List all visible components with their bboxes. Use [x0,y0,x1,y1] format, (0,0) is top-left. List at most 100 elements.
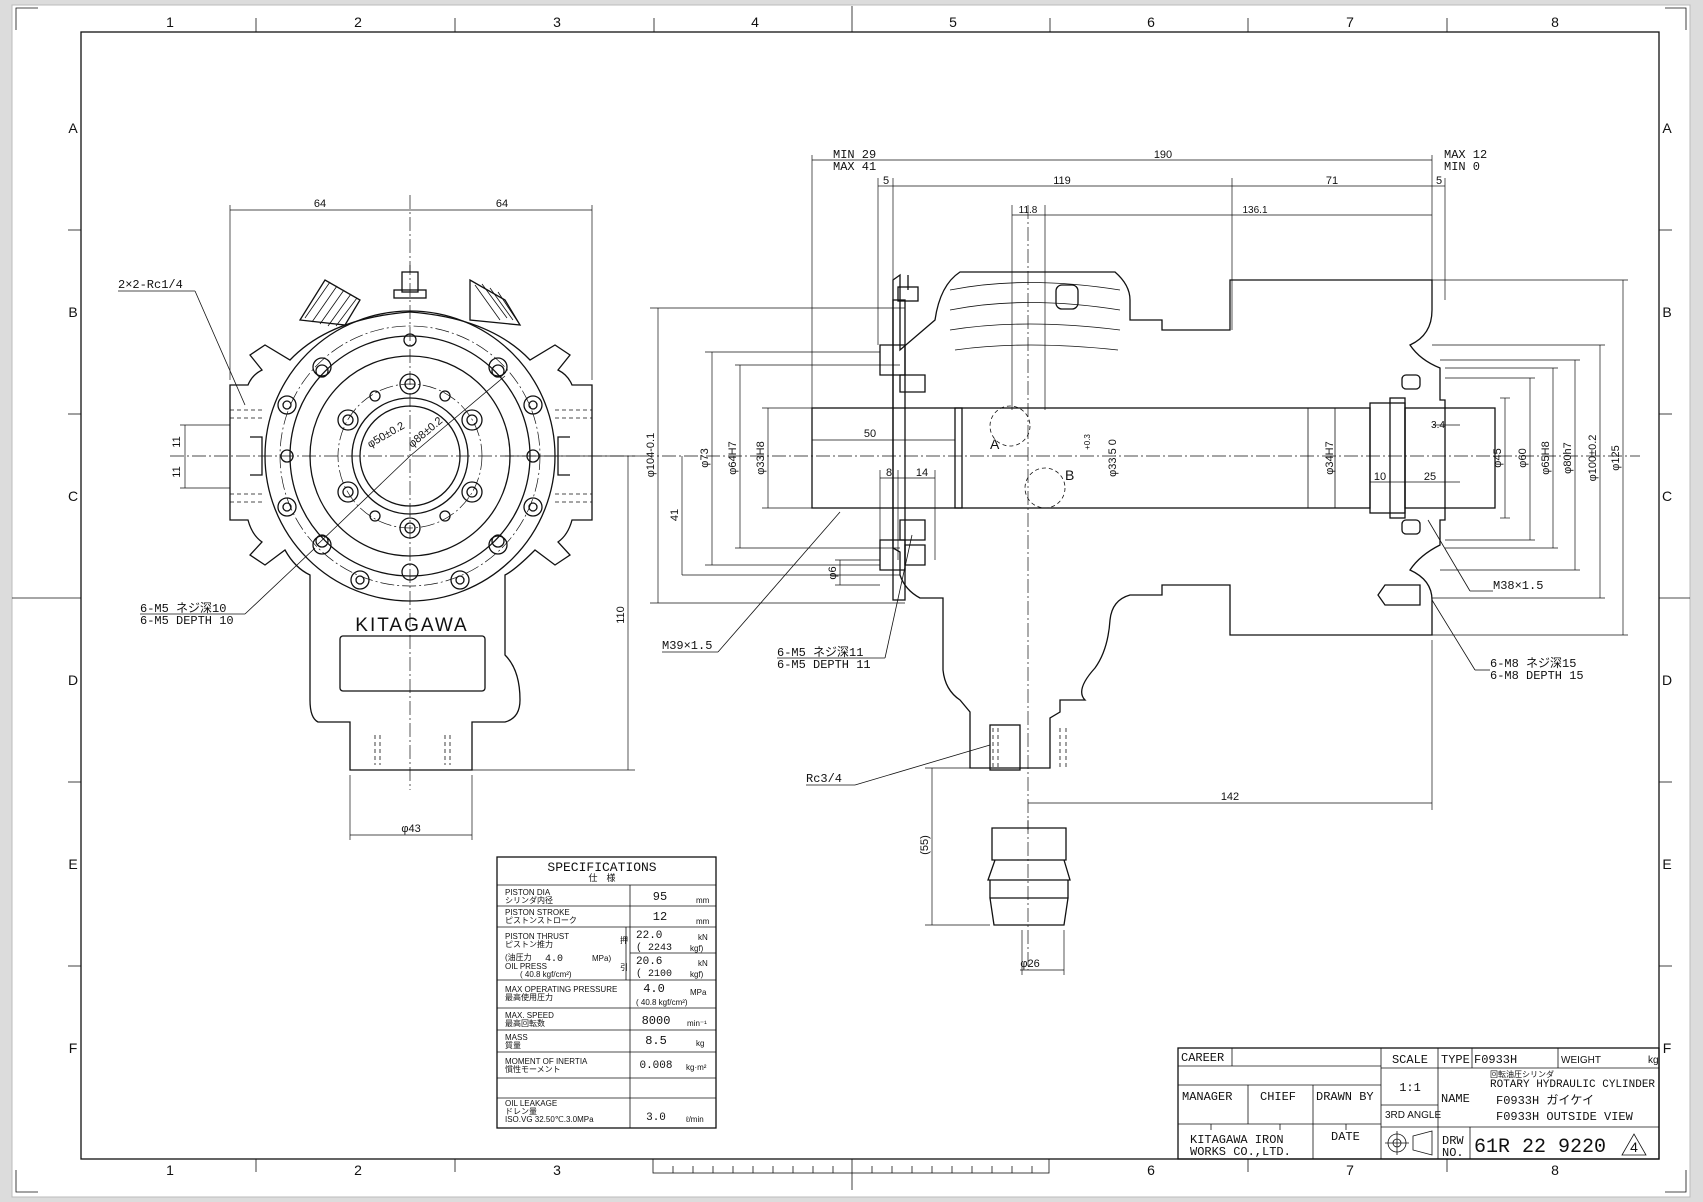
spec-row-1-unit: mm [696,917,710,926]
spec-row-4-value: 8.5 [645,1034,667,1048]
dim-25: 25 [1424,471,1436,483]
zone-col-4: 4 [751,14,759,30]
dim-dia-100: φ100±0.2 [1587,435,1599,482]
tb-revision: 4 [1630,1139,1638,1155]
dim-dia-33h8: φ33H8 [755,441,767,474]
tb-name-3: F0933H OUTSIDE VIEW [1496,1110,1634,1124]
dim-190: 190 [1154,149,1172,161]
dim-119: 119 [1053,175,1071,187]
thrust-pull-kgf: ( 2100 [636,968,672,980]
dim-dia-80h7: φ80h7 [1562,442,1574,474]
zone-bottom-1: 1 [166,1162,174,1178]
tb-name-en: ROTARY HYDRAULIC CYLINDER [1490,1079,1655,1091]
tap-11-en: 6-M5 DEPTH 11 [777,658,871,672]
zone-ticks [12,6,1690,1190]
dim-11: 11 11 [171,424,230,489]
thrust-press-val: 4.0 [545,954,563,965]
tap-note-jp: 6-M5 ネジ深10 [140,601,226,616]
spec-row-5-jp: 慣性モーメント [505,1064,561,1074]
dim-110: 110 [615,606,627,624]
dim-3-4: 3.4 [1431,420,1445,431]
dim-5-left: 5 [883,175,889,187]
dim-min29: MIN 29 [833,148,876,162]
tb-manager: MANAGER [1182,1090,1232,1104]
tb-drawn-by: DRAWN BY [1316,1090,1374,1104]
zone-row-f: F [69,1040,78,1056]
dim-max12: MAX 12 [1444,148,1487,162]
spec-row-3-jp: 最高回転数 [505,1018,545,1028]
tap-15-jp: 6-M8 ネジ深15 [1490,656,1576,671]
thrust-push-label: 押 [620,935,628,945]
dim-dia-6: φ6 [827,566,839,579]
brand-label: KITAGAWA [355,615,468,636]
dim-5-right: 5 [1436,175,1442,187]
spec-row-6-value: 3.0 [646,1112,666,1124]
dim-dia-60: φ60 [1517,448,1529,467]
spec-row-0-value: 95 [653,890,667,904]
zone-row-b-right: B [1662,304,1671,320]
thrust-pull-label: 引 [620,963,628,972]
dim-min0: MIN 0 [1444,160,1480,174]
dim-front-64-left: 64 [314,198,326,210]
dim-max41: MAX 41 [833,160,876,174]
thrust-pull-kn: 20.6 [636,956,662,968]
spec-row-2-value2: ( 40.8 kgf/cm²) [636,998,688,1007]
spec-row-2-jp: 最高使用圧力 [505,992,553,1002]
tb-weight-unit: kg [1648,1055,1659,1066]
zone-col-2: 2 [354,14,362,30]
dim-dia-43: φ43 [401,823,420,835]
zone-bottom-8: 8 [1551,1162,1559,1178]
zone-row-d-right: D [1662,672,1672,688]
spec-row-4-en: MASS [505,1033,528,1042]
zone-row-c: C [68,488,78,504]
spec-row-1-value: 12 [653,910,667,924]
tb-company-2: WORKS CO.,LTD. [1190,1145,1291,1159]
dim-14: 14 [916,467,928,479]
port-a-label: A [990,436,1000,452]
zone-row-b: B [68,304,77,320]
dim-11-8: 11.8 [1019,205,1038,216]
spec-row-2-value: 4.0 [643,982,665,996]
thrust-press-jp: (油圧力 [505,952,532,962]
tap-note-en: 6-M5 DEPTH 10 [140,614,234,628]
spec-row-1-jp: ピストンストローク [505,916,577,925]
spec-row-3-en: MAX. SPEED [505,1011,554,1020]
front-view: KITAGAWA 64 64 2×2-Rc1/4 11 11 φ50±0.2 φ… [118,195,640,840]
zone-col-6: 6 [1147,14,1155,30]
spec-row-0-en: PISTON DIA [505,888,551,897]
scale-ruler [652,1158,1050,1174]
third-angle-icon [1385,1130,1433,1156]
side-view: A B MIN 29 MAX 41 [640,148,1640,975]
zone-bottom-7: 7 [1346,1162,1354,1178]
dim-dia-125: φ125 [1610,445,1622,471]
dim-dia-104: φ104-0.1 [645,433,657,477]
thrust-jp: ピストン推力 [505,939,553,949]
zone-col-3: 3 [553,14,561,30]
dim-10: 10 [1374,471,1386,483]
zone-labels: 1 2 3 4 5 6 7 8 1 2 3 6 7 8 A B C D E F … [68,14,1672,1178]
thrust-pull-unit-kn: kN [698,959,708,968]
spec-row-1-en: PISTON STROKE [505,908,570,917]
tol-33-5: +0.3 [1083,434,1092,450]
thrust-press-unit: MPa) [592,954,611,963]
spec-row-2-en: MAX OPERATING PRESSURE [505,985,617,994]
spec-row-3-value: 8000 [642,1014,671,1028]
spec-row-6-en: OIL LEAKAGE [505,1099,557,1108]
zone-col-5: 5 [949,14,957,30]
zone-row-d: D [68,672,78,688]
zone-col-1: 1 [166,14,174,30]
dim-41: 41 [669,509,681,521]
tb-scale-label: SCALE [1392,1053,1428,1067]
spec-row-6-jp2: ISO.VG 32.50℃.3.0MPa [505,1115,594,1124]
tb-drw-number: 61R 22 9220 [1474,1136,1606,1159]
tap-15-en: 6-M8 DEPTH 15 [1490,669,1584,683]
tb-name-label: NAME [1441,1092,1470,1106]
spec-row-4-jp: 質量 [505,1040,521,1050]
spec-title-jp: 仕 様 [588,872,615,883]
zone-row-e: E [68,856,77,872]
dim-front-64-right: 64 [496,198,508,210]
tb-chief: CHIEF [1260,1090,1296,1104]
spec-row-0-jp: シリンダ内径 [505,895,553,905]
dim-142: 142 [1221,791,1239,803]
